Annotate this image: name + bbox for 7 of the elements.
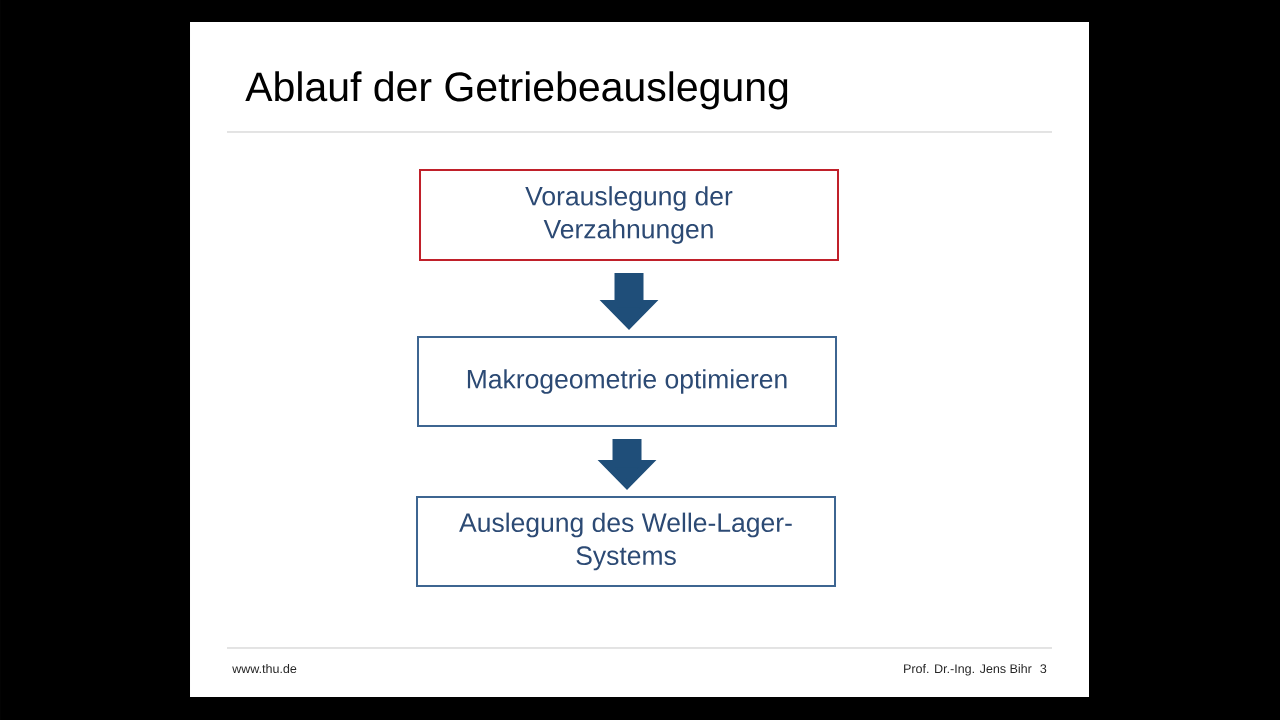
footer-url: www.thu.de [232, 663, 297, 674]
footer-author: Prof. Dr.-Ing. Jens Bihr [904, 663, 1032, 676]
process-box: Vorauslegung der Verzahnungen [419, 169, 839, 261]
process-box: Makrogeometrie optimieren [417, 336, 837, 427]
page-number: 3 [1040, 664, 1047, 674]
slide-title: Ablauf der Getriebeauslegung [245, 71, 788, 110]
process-box: Auslegung des Welle-Lager-Systems [416, 496, 836, 587]
